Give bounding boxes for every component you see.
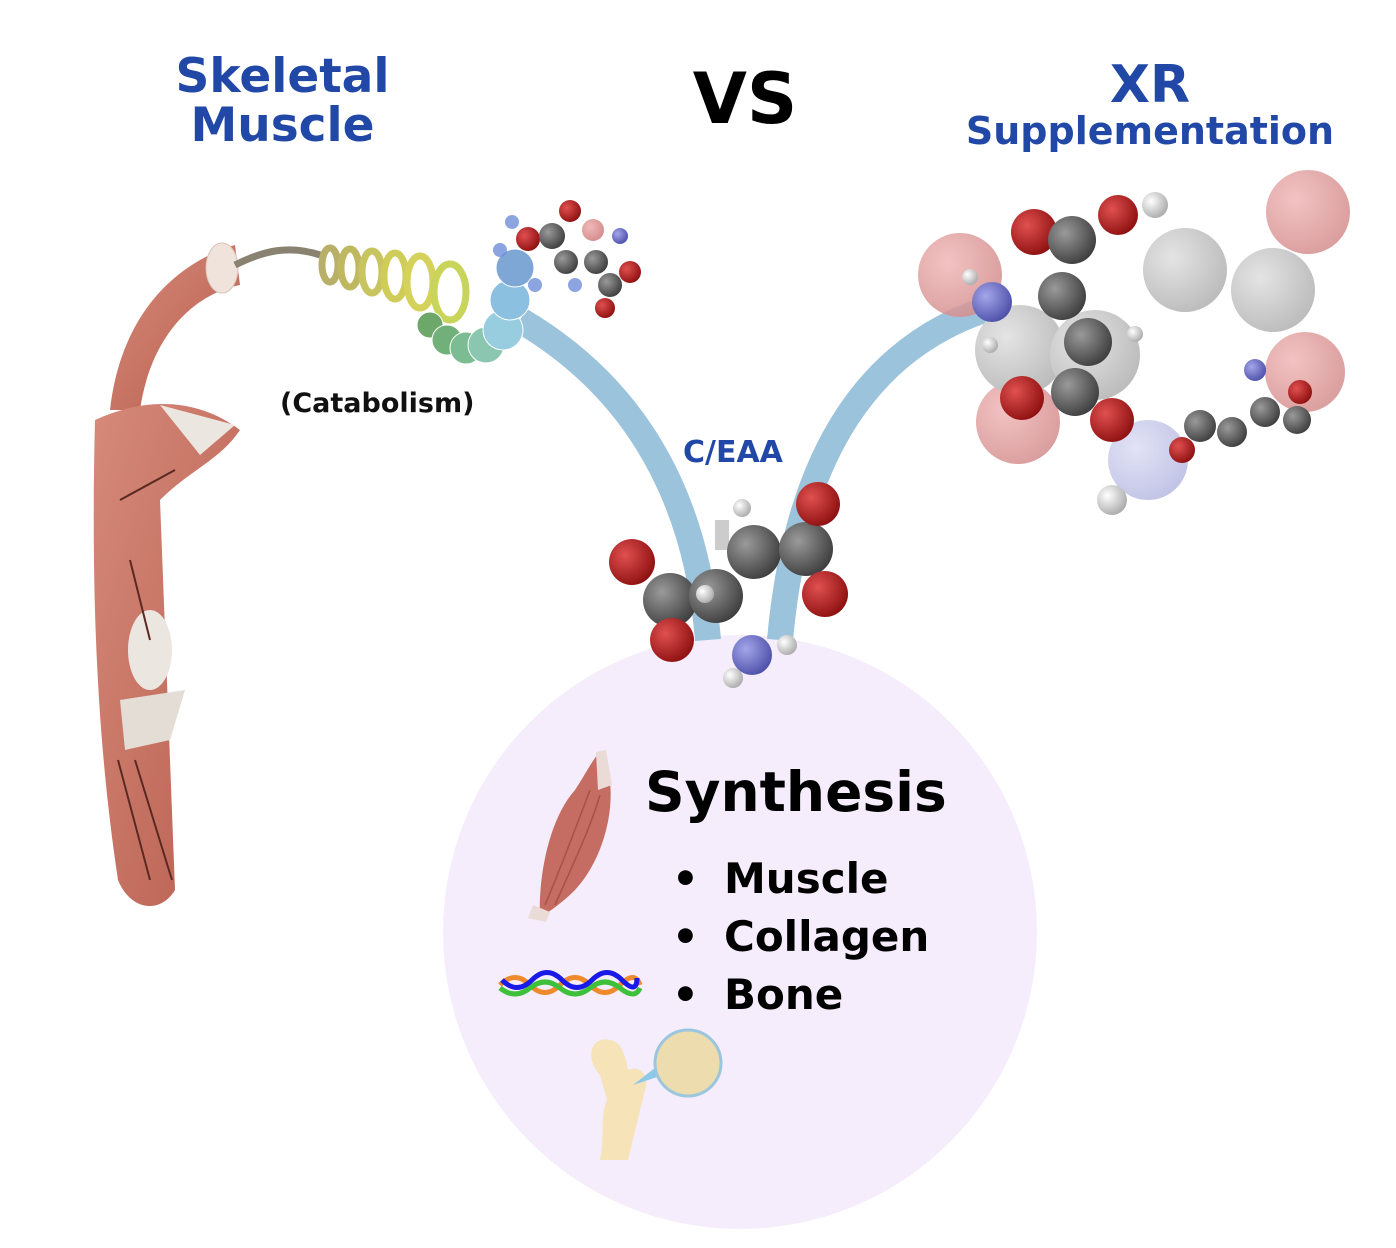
supplementation-title: Supplementation (965, 109, 1335, 153)
synthesis-item-muscle: Muscle (672, 850, 929, 908)
skeletal-muscle-arm-icon (93, 242, 240, 907)
synthesis-item-collagen: Collagen (672, 908, 929, 966)
released-amino-acid-molecule-icon (493, 200, 641, 318)
xr-title: XR (1109, 55, 1191, 115)
catabolism-label: (Catabolism) (280, 388, 475, 419)
femur-bone-icon (591, 1028, 723, 1160)
skeletal-muscle-title: Skeletal Muscle (150, 52, 415, 151)
muscle-fiber-icon (528, 750, 612, 922)
protein-helix-icon (233, 244, 470, 324)
skeletal-title-line1: Skeletal (175, 49, 390, 104)
synthesis-title: Synthesis (645, 760, 947, 824)
versus-label: VS (692, 58, 798, 140)
collagen-triple-helix-icon (498, 970, 643, 997)
synthesis-list: Muscle Collagen Bone (672, 850, 929, 1024)
amino-acid-molecule-icon (609, 482, 848, 688)
skeletal-title-line2: Muscle (190, 98, 375, 154)
protein-chain-beads-icon (416, 248, 535, 365)
ceaa-label: C/EAA (683, 435, 783, 470)
synthesis-item-bone: Bone (672, 966, 929, 1024)
supplement-molecule-icon (918, 170, 1350, 515)
